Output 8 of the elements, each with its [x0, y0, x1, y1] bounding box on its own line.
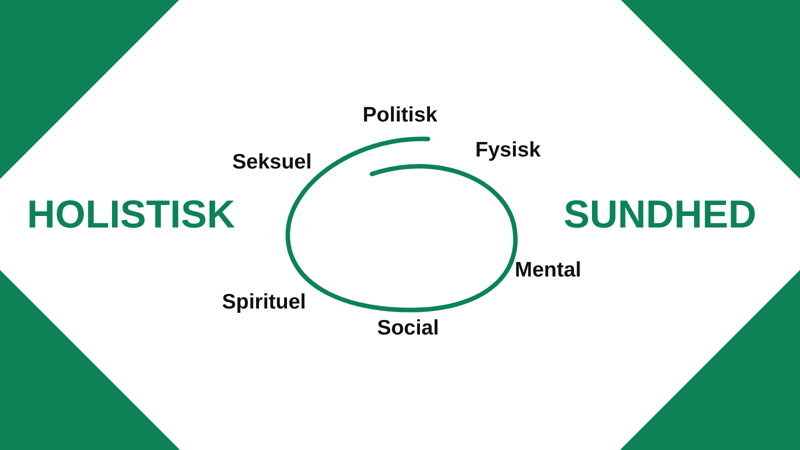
aspect-label: Seksuel	[232, 152, 312, 172]
aspect-label: Politisk	[362, 104, 438, 126]
aspect-label: Spirituel	[222, 292, 306, 312]
aspect-label: Fysisk	[475, 140, 541, 160]
heading-word: HOLISTISK	[27, 196, 235, 234]
aspect-label: Mental	[514, 260, 582, 280]
heading-word: SUNDHED	[564, 196, 756, 234]
aspect-label: Social	[377, 318, 439, 338]
